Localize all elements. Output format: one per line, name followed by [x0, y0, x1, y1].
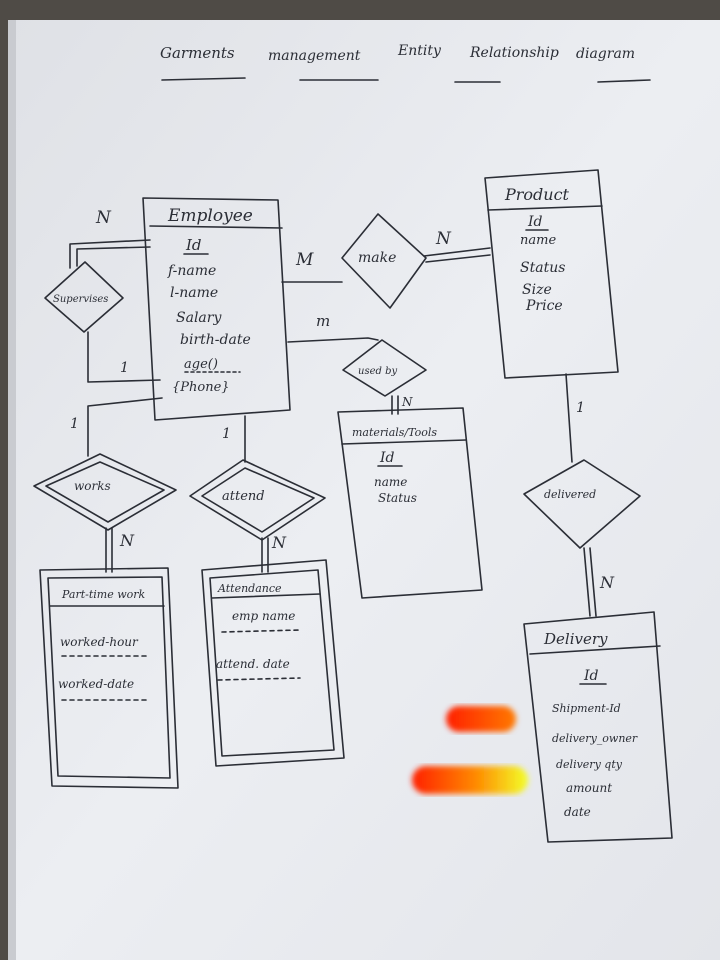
relationship-delivered: delivered 1 N	[523, 373, 641, 617]
attribute: Shipment-Id	[552, 702, 621, 715]
entity-name: Attendance	[217, 582, 282, 595]
title-underline	[161, 77, 246, 81]
cardinality: N	[95, 208, 112, 228]
attribute: Size	[522, 282, 552, 298]
attribute: f-name	[167, 263, 216, 279]
entity-materials-tools: materials/Tools Id name Status	[337, 407, 483, 599]
attribute-partial-key: worked-date	[58, 677, 134, 691]
relationship-name: delivered	[544, 488, 596, 501]
attribute-key: Id	[379, 450, 395, 466]
entity-employee: Employee Id f-name l-name Salary birth-d…	[142, 197, 291, 421]
relationship-name: used by	[358, 366, 397, 377]
entity-part-time-work: Part-time work worked-hour worked-date	[39, 567, 179, 789]
attribute: Status	[378, 491, 417, 505]
diagram-title: Garments management Entity Relationship …	[160, 43, 651, 83]
cardinality: 1	[576, 400, 585, 416]
attribute: name	[520, 233, 556, 248]
attribute: birth-date	[180, 332, 251, 348]
relationship-make: make M N	[281, 213, 491, 309]
highlighter-stroke	[446, 706, 516, 732]
relationship-name: Supervises	[53, 294, 108, 305]
entity-name: materials/Tools	[352, 426, 437, 439]
attribute: l-name	[170, 285, 218, 301]
cardinality: 1	[222, 426, 231, 442]
cardinality: 1	[120, 360, 129, 376]
cardinality: M	[295, 250, 314, 270]
relationship-name: works	[74, 479, 111, 493]
entity-name: Product	[504, 185, 570, 204]
title-word: Relationship	[469, 45, 559, 61]
attribute-key: Id	[583, 668, 599, 684]
entity-name: Employee	[167, 206, 253, 226]
attribute: Status	[520, 260, 565, 276]
attribute: delivery qty	[556, 758, 623, 771]
title-word: diagram	[576, 46, 635, 62]
cardinality: N	[401, 395, 413, 409]
attribute: amount	[566, 781, 612, 795]
paper-margin-shadow	[8, 20, 16, 960]
entity-name: Delivery	[543, 630, 608, 648]
relationship-used-by: used by m N	[287, 312, 427, 415]
relationship-name: make	[358, 250, 396, 266]
cardinality: N	[435, 229, 452, 249]
title-word: Entity	[397, 43, 442, 59]
cardinality: N	[599, 573, 615, 592]
attribute-partial-key: worked-hour	[60, 635, 139, 649]
attribute-partial-key: emp name	[232, 609, 295, 623]
attribute-derived: age()	[184, 357, 218, 372]
title-underline	[597, 79, 651, 83]
highlighter-stroke	[412, 766, 528, 794]
title-word: Garments	[160, 44, 235, 62]
entity-delivery: Delivery Id Shipment-Id delivery_owner d…	[523, 611, 673, 843]
relationship-works: works 1 N	[33, 397, 177, 573]
attribute: delivery_owner	[552, 732, 638, 745]
attribute: Salary	[176, 310, 222, 326]
relationship-supervises: Supervises N 1	[44, 208, 161, 383]
entity-attendance: Attendance emp name attend. date	[201, 559, 345, 767]
entity-name: Part-time work	[61, 588, 146, 601]
cardinality: N	[119, 531, 135, 550]
cardinality: N	[271, 533, 287, 552]
title-word: management	[268, 48, 361, 64]
attribute-multivalued: {Phone}	[172, 380, 230, 395]
attribute-partial-key: attend. date	[216, 657, 290, 671]
attribute-key: Id	[527, 214, 543, 230]
relationship-name: attend	[222, 489, 265, 504]
attribute: Price	[525, 298, 563, 314]
relationship-attend: attend 1 N	[189, 415, 326, 573]
highlighter-marks	[412, 706, 528, 794]
attribute: name	[374, 475, 407, 489]
entity-product: Product Id name Status Size Price	[484, 169, 619, 379]
cardinality: m	[316, 312, 330, 330]
attribute-key: Id	[185, 236, 202, 254]
attribute: date	[564, 805, 591, 819]
cardinality: 1	[70, 416, 79, 432]
paper-sheet	[8, 20, 720, 960]
